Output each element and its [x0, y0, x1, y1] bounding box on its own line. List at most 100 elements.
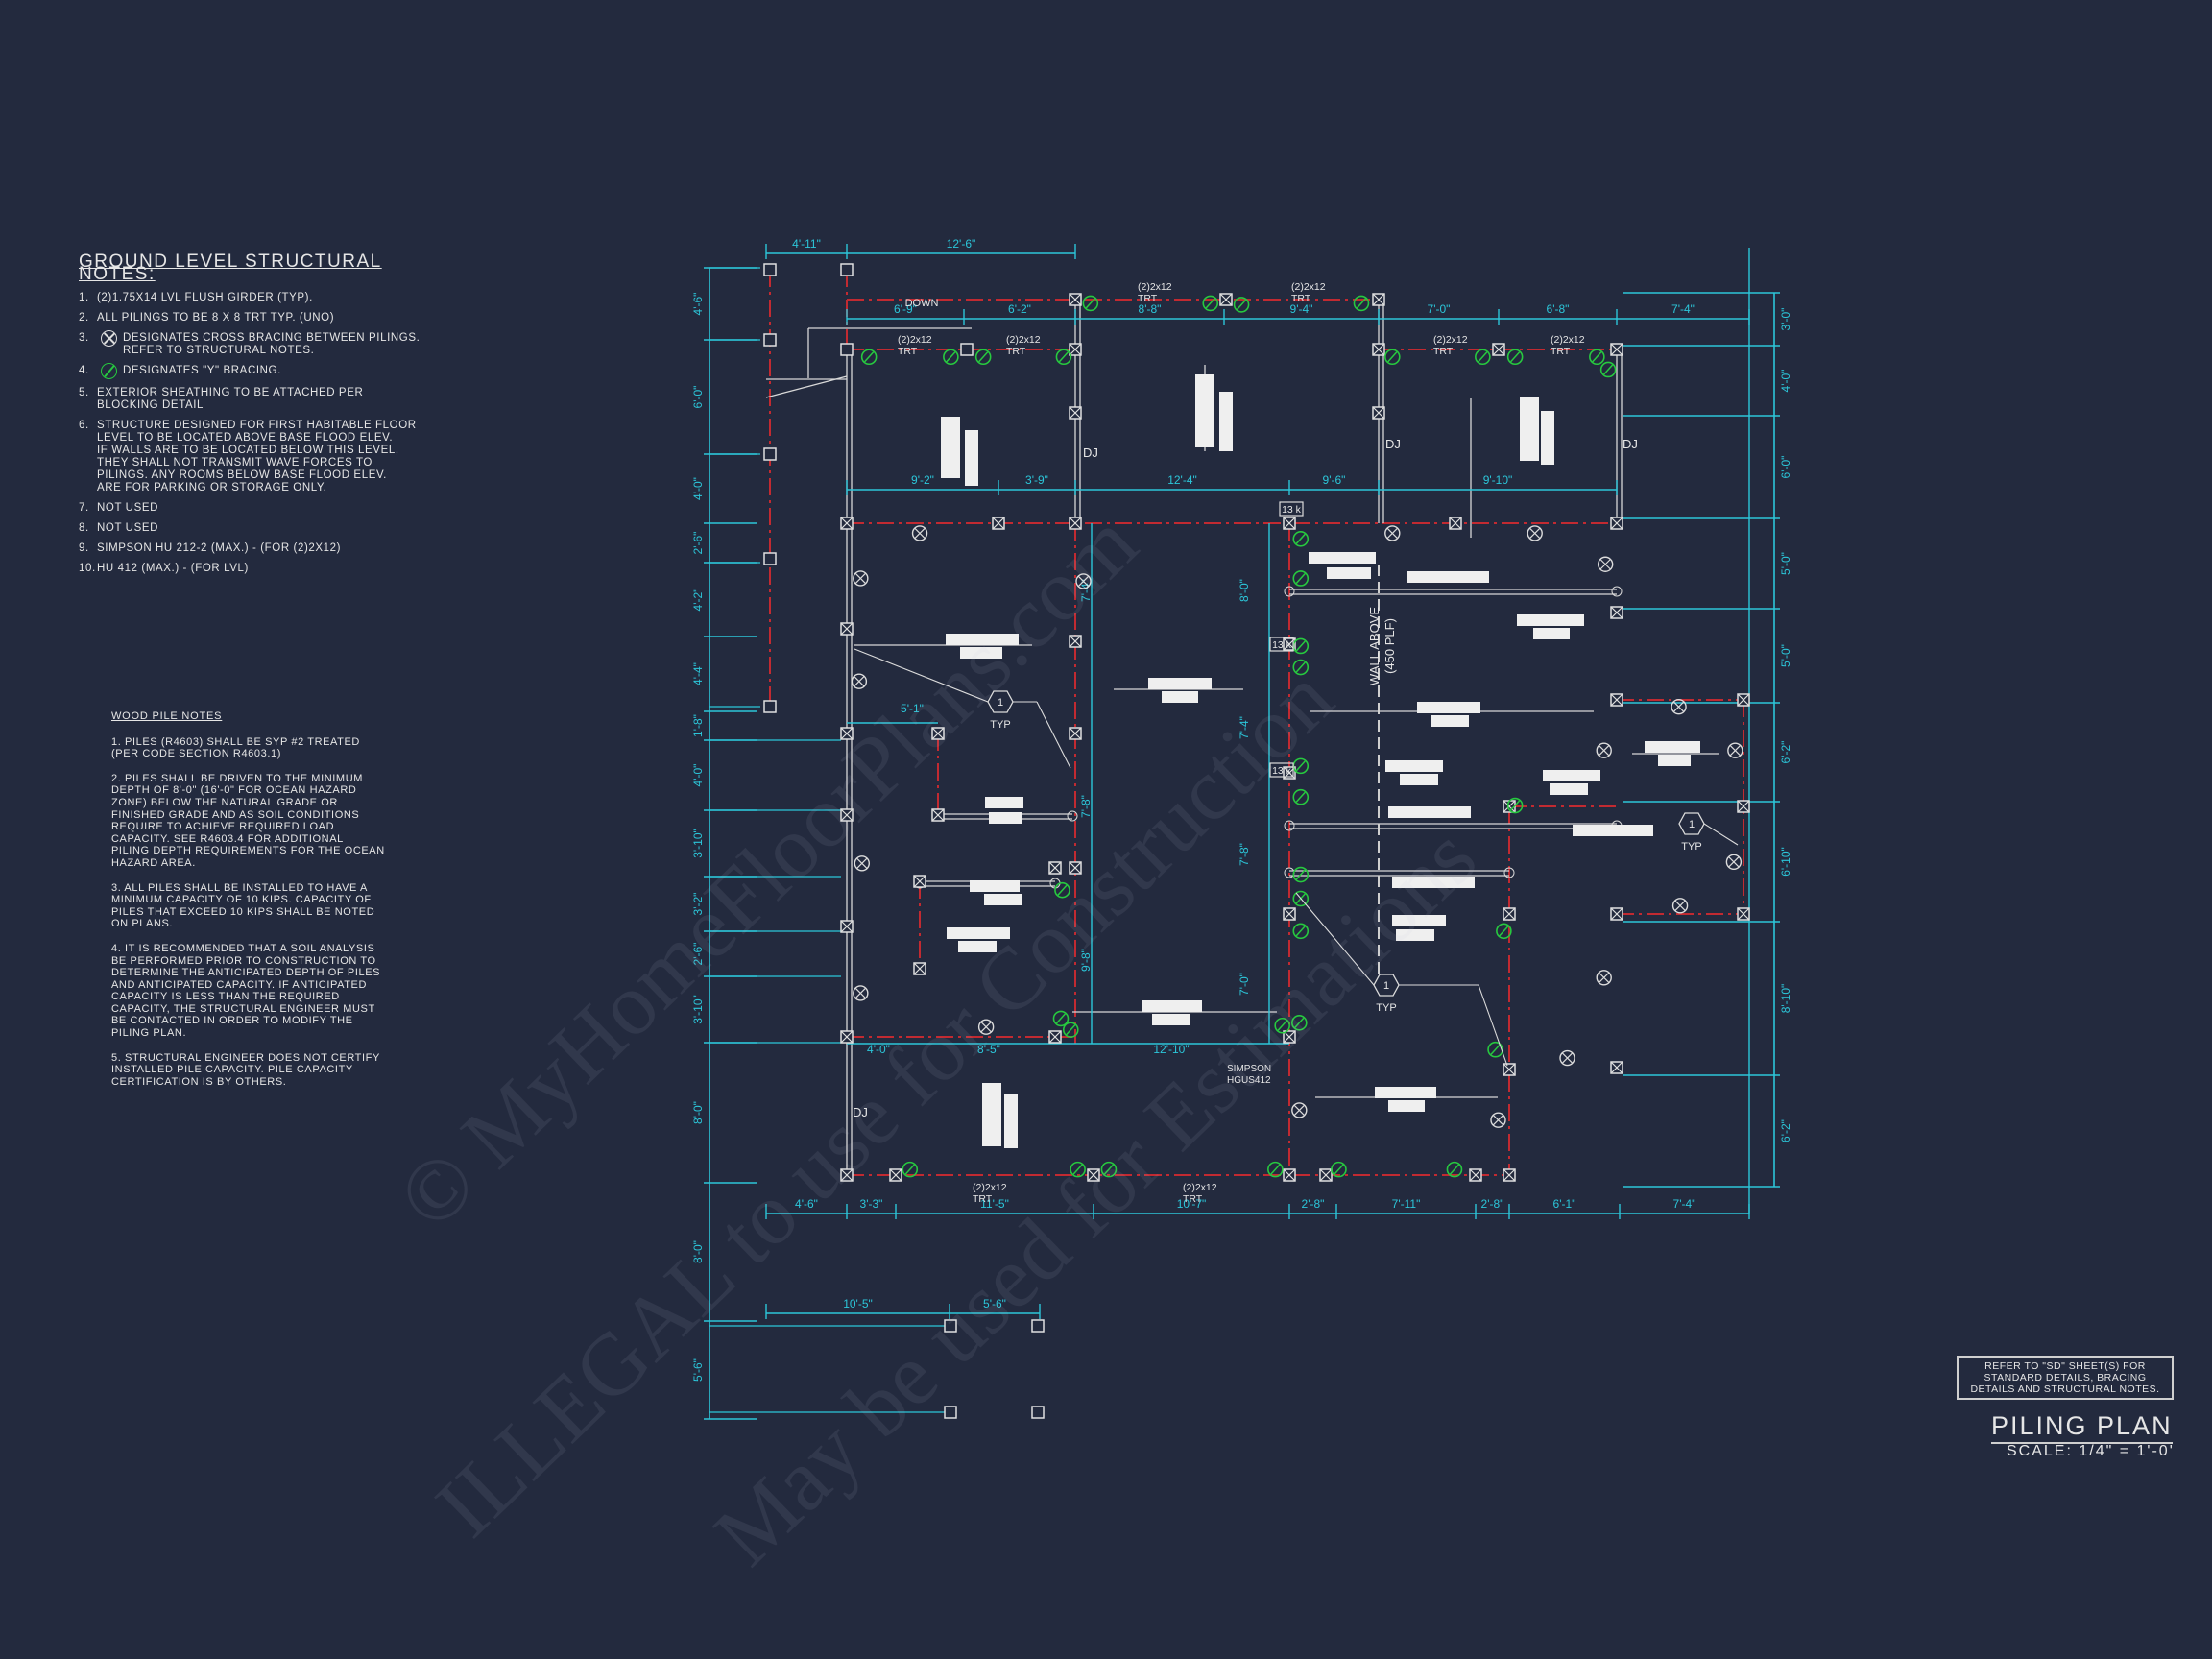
dimension-label: 12'-6" — [947, 237, 976, 251]
dimension-label: 2'-6" — [691, 532, 705, 555]
dimension-label: 6'-0" — [1779, 456, 1792, 479]
note-line: CERTIFICATION IS BY OTHERS. — [111, 1075, 287, 1088]
y-bracing-mark — [1592, 351, 1602, 363]
pile-x-mark — [913, 875, 926, 888]
wood-pile-notes: WOOD PILE NOTES 1. PILES (R4603) SHALL B… — [111, 710, 428, 1100]
note-line: BLOCKING DETAIL — [97, 399, 204, 411]
y-bracing-mark — [1072, 1164, 1083, 1175]
pile-x-mark — [1048, 861, 1062, 875]
beam-treatment-label: TRT — [1183, 1193, 1203, 1205]
dimension-label: 4'-0" — [1779, 370, 1792, 393]
pile-x-mark — [1069, 861, 1082, 875]
note-text: NOT USED — [97, 522, 158, 535]
member-label-box — [984, 894, 1022, 905]
wood-pile-notes-list: 1. PILES (R4603) SHALL BE SYP #2 TREATED… — [111, 736, 428, 1089]
member-label-box — [1195, 374, 1214, 447]
cross-bracing-icon — [1490, 1112, 1506, 1128]
cross-bracing-icon — [1596, 970, 1612, 986]
y-bracing-icon — [1506, 349, 1524, 366]
pile-x-mark — [1069, 635, 1082, 648]
beam-treatment-label: TRT — [1433, 346, 1454, 357]
member-label-box — [1385, 760, 1443, 772]
note-item: 10.HU 412 (MAX.) - (FOR LVL) — [79, 563, 463, 575]
note-line: ON PLANS. — [111, 918, 174, 930]
pile-x-mark — [1283, 517, 1296, 530]
cross-bracing-mark — [1386, 528, 1398, 539]
detail-tag-number: 1 — [998, 697, 1003, 709]
dimension-label: 6'-2" — [1779, 1119, 1792, 1142]
member-label-box — [989, 812, 1022, 824]
y-bracing-mark — [1066, 1024, 1076, 1036]
member-label-box — [970, 880, 1020, 892]
pile-x-mark — [1283, 1168, 1296, 1182]
bracing-symbols — [851, 295, 1743, 1178]
pile-x-mark — [1372, 343, 1385, 356]
note-line: PILING DEPTH REQUIREMENTS FOR THE OCEAN — [111, 845, 385, 857]
pile-capacity-label: 13 k — [1272, 639, 1292, 651]
dimension-lines: 4'-11"12'-6"6'-9"6'-2"8'-8"9'-4"7'-0"6'-… — [691, 237, 1792, 1420]
dimension-label: 2'-8" — [1302, 1197, 1325, 1211]
member-label-box — [1543, 770, 1600, 781]
piles — [763, 263, 1750, 1419]
girder-end — [1284, 820, 1295, 831]
note-line: SIMPSON HU 212-2 (MAX.) - (FOR (2)2x12) — [97, 542, 342, 554]
note-number: 10. — [79, 563, 96, 574]
pile — [1031, 1406, 1045, 1419]
note-item: 3.DESIGNATES CROSS BRACING BETWEEN PILIN… — [79, 330, 463, 357]
dimension-label: 4'-6" — [691, 293, 705, 316]
pile — [763, 447, 777, 461]
pile-x-mark — [1610, 343, 1623, 356]
pile-x-mark — [1503, 1168, 1516, 1182]
dimension-label: 6'-2" — [1008, 302, 1031, 316]
pile-x-mark — [931, 808, 945, 822]
y-bracing-icon — [1446, 1161, 1463, 1178]
dimension-label: 9'-8" — [1079, 949, 1093, 972]
note-line: PILINGS. ANY ROOMS BELOW BASE FLOOD ELEV… — [97, 469, 387, 481]
cross-bracing-mark — [1674, 900, 1686, 911]
y-bracing-mark — [1103, 1164, 1115, 1175]
girder-end — [1611, 586, 1623, 597]
dimension-label: 7'-0" — [1428, 302, 1451, 316]
dimension-label: 5'-0" — [1779, 552, 1792, 575]
pile-x-mark — [840, 808, 854, 822]
pile-x-mark — [1319, 1168, 1333, 1182]
y-bracing-icon — [1383, 349, 1401, 366]
note-line: 4. IT IS RECOMMENDED THAT A SOIL ANALYSI… — [111, 942, 375, 954]
pile-x-mark — [1087, 1168, 1100, 1182]
note-line: AND ANTICIPATED CAPACITY. IF ANTICIPATED — [111, 978, 368, 991]
note-line: FINISHED GRADE AND AS SOIL CONDITIONS — [111, 808, 360, 821]
dimension-label: 5'-6" — [691, 1358, 705, 1382]
note-line: IF WALLS ARE TO BE LOCATED BELOW THIS LE… — [97, 445, 399, 456]
pile-x-mark — [931, 727, 945, 740]
dimension-label: 2'-6" — [691, 943, 705, 966]
pile-x-mark — [840, 920, 854, 933]
y-bracing-icon — [1506, 797, 1524, 814]
member-label-box — [1517, 614, 1584, 626]
y-bracing-icon — [974, 349, 992, 366]
pile-capacity-label: 13 k — [1282, 504, 1302, 516]
pile-x-mark — [840, 622, 854, 636]
dimension-label: 5'-1" — [901, 702, 924, 715]
dimension-label: 4'-0" — [691, 764, 705, 787]
member-label-box — [1550, 783, 1588, 795]
member-label-box — [941, 417, 960, 478]
pile-x-mark — [1283, 1030, 1296, 1044]
dimension-label: 9'-2" — [911, 473, 934, 487]
girder-end — [1284, 586, 1295, 597]
member-label-box — [1520, 397, 1539, 461]
note-item: 4.DESIGNATES "Y" BRACING. — [79, 363, 463, 379]
note-number: 7. — [79, 502, 89, 514]
dimension-label: 4'-0" — [867, 1043, 890, 1056]
annotation-labels: DOWN1TYP1TYP1TYP(2)2x12TRT(2)2x12TRT(2)2… — [853, 281, 1739, 1205]
dimension-label: 4'-11" — [792, 237, 821, 251]
note-text: HU 412 (MAX.) - (FOR LVL) — [97, 563, 249, 575]
cross-bracing-mark — [1599, 972, 1610, 983]
double-joist-label: DJ — [853, 1105, 868, 1119]
member-label-box — [1388, 806, 1471, 818]
member-label-box — [1148, 678, 1212, 689]
y-bracing-mark — [1295, 760, 1306, 772]
member-label-box — [1407, 571, 1489, 583]
wood-pile-notes-title: WOOD PILE NOTES — [111, 710, 223, 722]
y-bracing-mark — [1356, 298, 1367, 309]
